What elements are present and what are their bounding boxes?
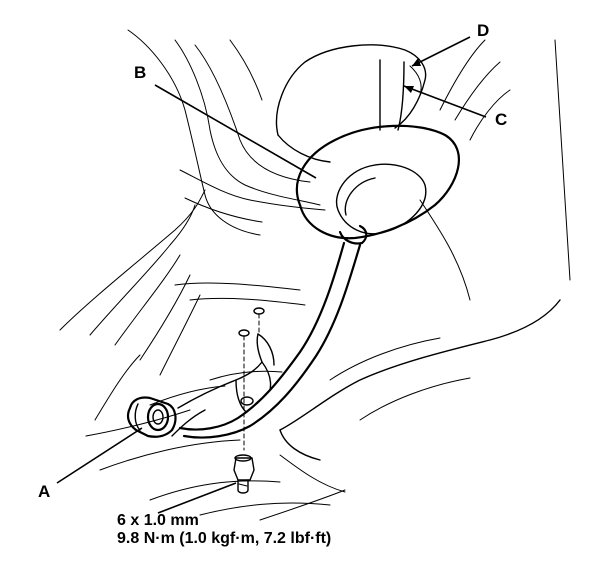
arrowhead-c [404,86,414,93]
floor-panel-contour [279,299,561,461]
leader-a [56,427,143,484]
parking-brake-cable [178,241,362,439]
bolt-size-text: 6 x 1.0 mm [117,512,199,529]
body-panel-contours [59,29,571,521]
cable-bracket [171,333,275,437]
leader-b [154,84,317,179]
bolt-and-washers [233,307,265,494]
callout-label-b: B [134,63,146,82]
leader-d [411,36,471,67]
callout-label-c: C [495,110,507,129]
grommet-b [295,124,460,245]
torque-spec-text: 9.8 N·m (1.0 kgf·m, 7.2 lbf·ft) [117,530,331,547]
leader-c [403,85,487,118]
callout-label-a: A [38,482,50,501]
leader-lines [56,36,487,514]
leader-arrowheads [404,58,421,93]
leader-bolt [157,482,237,514]
cable-end-a [126,396,177,438]
callout-label-d: D [477,21,489,40]
cable-guide-d [275,44,427,163]
arrowhead-d [412,58,421,66]
